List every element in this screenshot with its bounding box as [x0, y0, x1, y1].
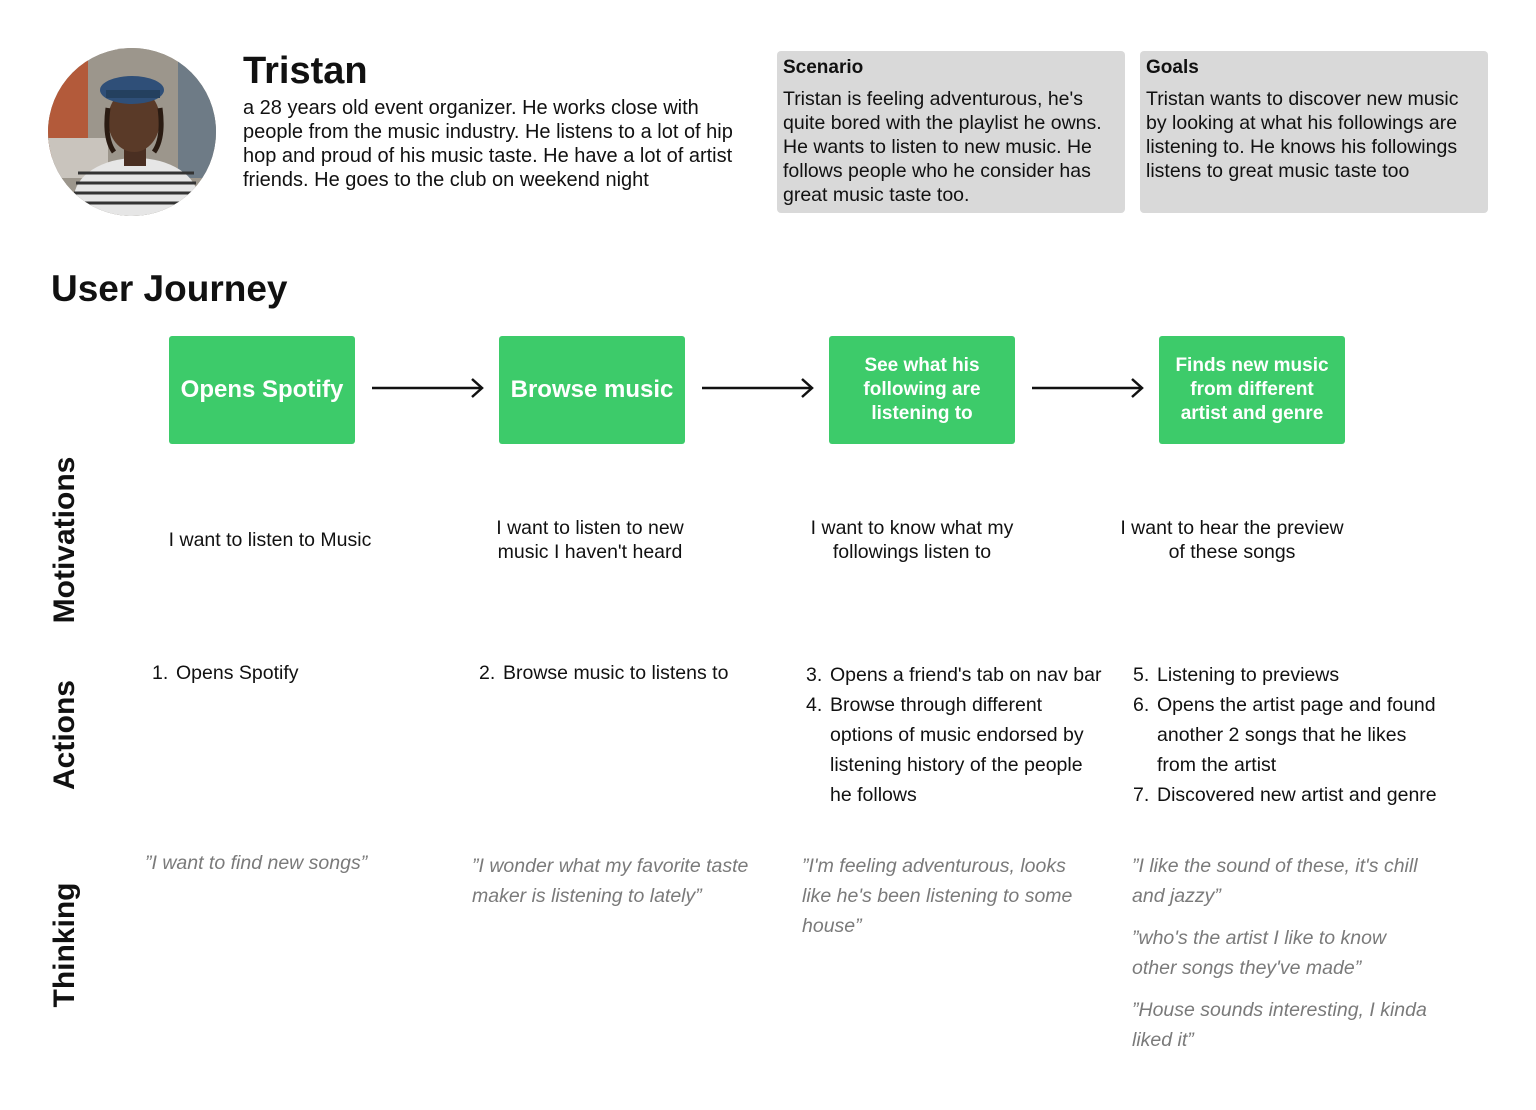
thought-4b: ”who's the artist I like to know other s…: [1132, 927, 1387, 979]
action-item: 5. Listening to previews: [1133, 660, 1453, 690]
persona-avatar: [48, 48, 216, 216]
arrow-right-icon: [1032, 378, 1144, 398]
arrow-right-icon: [702, 378, 814, 398]
action-item: 1. Opens Spotify: [152, 658, 452, 688]
thought-2: ”I wonder what my favorite taste maker i…: [472, 855, 749, 907]
actions-list-1: 1. Opens Spotify: [152, 658, 452, 688]
action-number: 4.: [806, 694, 823, 716]
action-text: Discovered new artist and genre: [1157, 784, 1437, 806]
action-text: Opens Spotify: [176, 662, 299, 684]
action-item: 2. Browse music to listens to: [479, 658, 779, 688]
persona-bio: a 28 years old event organizer. He works…: [243, 97, 733, 191]
arrow-right-icon: [372, 378, 484, 398]
actions-list-2: 2. Browse music to listens to: [479, 658, 779, 688]
action-text: Opens a friend's tab on nav bar: [830, 664, 1102, 686]
action-number: 1.: [152, 662, 169, 684]
motivation-2: I want to listen to new music I haven't …: [496, 517, 684, 563]
action-text: Browse music to listens to: [503, 662, 729, 684]
scenario-card: Scenario Tristan is feeling adventurous,…: [777, 51, 1125, 213]
action-number: 3.: [806, 664, 823, 686]
action-item: 7. Discovered new artist and genre: [1133, 780, 1453, 810]
thought-3: ”I'm feeling adventurous, looks like he'…: [802, 855, 1073, 937]
goals-text: Tristan wants to discover new music by l…: [1146, 88, 1459, 182]
actions-list-3: 3. Opens a friend's tab on nav bar 4. Br…: [806, 660, 1106, 810]
thought-1: ”I want to find new songs”: [145, 852, 368, 874]
action-text: Browse through different options of musi…: [830, 694, 1084, 806]
step-finds-new-music: Finds new music from different artist an…: [1159, 336, 1345, 444]
row-label-motivations: Motivations: [48, 456, 81, 624]
step-browse-music: Browse music: [499, 336, 685, 444]
row-label-thinking: Thinking: [48, 882, 81, 1008]
actions-list-4: 5. Listening to previews 6. Opens the ar…: [1133, 660, 1453, 810]
action-text: Listening to previews: [1157, 664, 1340, 686]
action-text: Opens the artist page and found another …: [1157, 694, 1436, 776]
scenario-title: Scenario: [783, 57, 864, 78]
persona-photo: [48, 48, 216, 216]
action-number: 6.: [1133, 694, 1150, 716]
action-number: 2.: [479, 662, 496, 684]
goals-card: Goals Tristan wants to discover new musi…: [1140, 51, 1488, 213]
journey-title: User Journey: [51, 268, 288, 309]
action-number: 7.: [1133, 784, 1150, 806]
motivation-4: I want to hear the preview of these song…: [1120, 517, 1344, 563]
action-item: 4. Browse through different options of m…: [806, 690, 1106, 810]
step-opens-spotify: Opens Spotify: [169, 336, 355, 444]
motivation-1: I want to listen to Music: [168, 529, 372, 551]
step-see-following: See what his following are listening to: [829, 336, 1015, 444]
row-label-actions: Actions: [48, 680, 81, 791]
motivation-3: I want to know what my followings listen…: [810, 517, 1014, 563]
thought-4c: ”House sounds interesting, I kinda liked…: [1132, 999, 1427, 1051]
thought-4a: ”I like the sound of these, it's chill a…: [1132, 855, 1418, 907]
action-item: 6. Opens the artist page and found anoth…: [1133, 690, 1453, 780]
scenario-text: Tristan is feeling adventurous, he's qui…: [783, 88, 1102, 206]
action-number: 5.: [1133, 664, 1150, 686]
action-item: 3. Opens a friend's tab on nav bar: [806, 660, 1106, 690]
persona-name: Tristan: [243, 50, 368, 92]
goals-title: Goals: [1146, 57, 1199, 78]
